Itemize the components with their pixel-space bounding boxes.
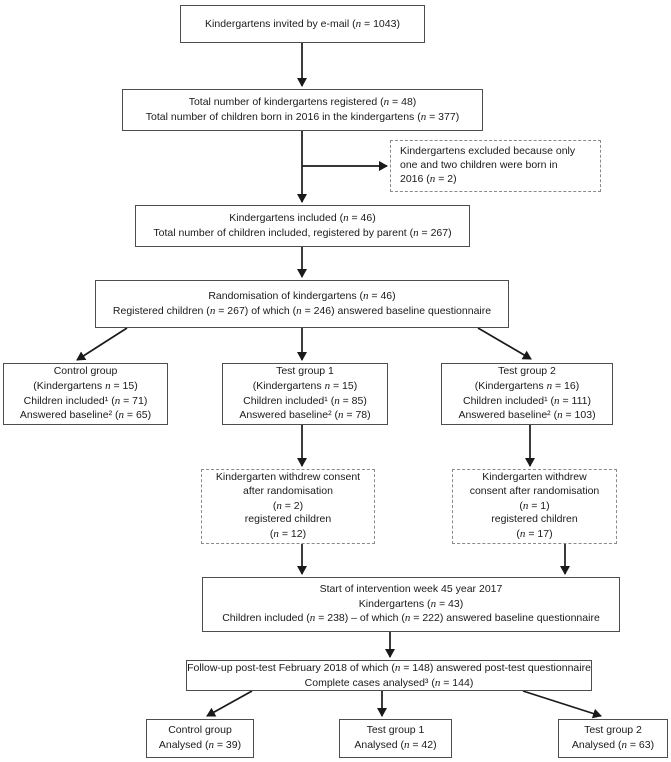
test-group-2-line: Children included¹ (n = 111) xyxy=(463,394,591,407)
test-group-1-line: Children included¹ (n = 85) xyxy=(243,394,367,407)
arrow-followup-to-analysed-test2 xyxy=(522,690,602,719)
followup-box: Follow-up post-test February 2018 of whi… xyxy=(186,660,592,691)
control-group-line: (Kindergartens n = 15) xyxy=(33,379,138,392)
invited-box: Kindergartens invited by e-mail (n = 104… xyxy=(180,5,425,43)
withdrew-consent-2-box: Kindergarten withdrew consent after rand… xyxy=(452,469,617,544)
withdrew-consent-2-line: registered children xyxy=(491,513,578,526)
analysed-control-line: Control group xyxy=(168,724,232,737)
withdrew-consent-2-line: (n = 1) xyxy=(519,499,550,512)
test-group-2-line: (Kindergartens n = 16) xyxy=(474,379,580,392)
registered-line: Total number of children born in 2016 in… xyxy=(145,111,460,123)
excluded-box: Kindergartens excluded because only one … xyxy=(390,140,601,192)
withdrew-consent-2-line: consent after randomisation xyxy=(469,484,600,497)
intervention-line: Children included (n = 238) – of which (… xyxy=(222,612,600,625)
included-line: Kindergartens included (n = 46) xyxy=(229,212,376,225)
control-group-line: Children included¹ (n = 71) xyxy=(23,394,148,407)
control-group-line: Answered baseline² (n = 65) xyxy=(19,409,152,422)
followup-line: Complete cases analysed³ (n = 144) xyxy=(304,676,474,689)
invited-line: Kindergartens invited by e-mail (n = 104… xyxy=(205,17,400,30)
analysed-control-box: Control group Analysed (n = 39) xyxy=(146,719,254,758)
analysed-test2-line: Analysed (n = 63) xyxy=(571,739,655,751)
withdrew-consent-2-line: (n = 17) xyxy=(516,528,553,541)
withdrew-consent-1-line: after randomisation xyxy=(243,484,333,497)
randomisation-box: Randomisation of kindergartens (n = 46) … xyxy=(95,280,509,328)
analysed-test2-line: Test group 2 xyxy=(584,724,642,737)
excluded-line: one and two children were born in xyxy=(400,158,558,171)
included-box: Kindergartens included (n = 46) Total nu… xyxy=(135,205,470,247)
analysed-test1-line: Analysed (n = 42) xyxy=(354,739,437,751)
test-group-1-line: (Kindergartens n = 15) xyxy=(252,379,358,392)
randomisation-line: Registered children (n = 267) of which (… xyxy=(112,305,492,317)
excluded-line: Kindergartens excluded because only xyxy=(400,144,576,157)
followup-line: Follow-up post-test February 2018 of whi… xyxy=(187,661,591,674)
arrow-randomisation-to-test2 xyxy=(477,327,532,360)
withdrew-consent-1-line: registered children xyxy=(244,513,332,526)
test-group-2-line: Test group 2 xyxy=(498,364,556,377)
withdrew-consent-2-line: Kindergarten withdrew xyxy=(482,470,587,483)
included-line: Total number of children included, regis… xyxy=(153,227,452,239)
intervention-box: Start of intervention week 45 year 2017 … xyxy=(202,577,620,632)
excluded-line: 2016 (n = 2) xyxy=(400,173,457,186)
analysed-test1-box: Test group 1 Analysed (n = 42) xyxy=(339,719,452,758)
analysed-control-line: Analysed (n = 39) xyxy=(158,739,242,751)
control-group-line: Control group xyxy=(53,364,118,377)
test-group-2-line: Answered baseline² (n = 103) xyxy=(458,409,596,422)
intervention-line: Start of intervention week 45 year 2017 xyxy=(319,582,503,595)
registered-line: Total number of kindergartens registered… xyxy=(188,96,417,109)
withdrew-consent-1-line: (n = 2) xyxy=(272,499,304,512)
withdrew-consent-1-box: Kindergarten withdrew consent after rand… xyxy=(201,469,375,544)
withdrew-consent-1-line: (n = 12) xyxy=(269,528,307,541)
arrow-followup-to-analysed-control xyxy=(206,690,253,717)
analysed-test2-box: Test group 2 Analysed (n = 63) xyxy=(558,719,668,758)
test-group-1-line: Test group 1 xyxy=(276,364,334,377)
test-group-2-box: Test group 2 (Kindergartens n = 16) Chil… xyxy=(441,363,613,425)
intervention-line: Kindergartens (n = 43) xyxy=(358,597,464,610)
analysed-test1-line: Test group 1 xyxy=(366,724,425,737)
withdrew-consent-1-line: Kindergarten withdrew consent xyxy=(215,470,361,483)
control-group-box: Control group (Kindergartens n = 15) Chi… xyxy=(3,363,168,425)
registered-box: Total number of kindergartens registered… xyxy=(122,89,483,131)
test-group-1-line: Answered baseline² (n = 78) xyxy=(239,409,371,422)
randomisation-line: Randomisation of kindergartens (n = 46) xyxy=(208,290,396,303)
test-group-1-box: Test group 1 (Kindergartens n = 15) Chil… xyxy=(222,363,388,425)
arrow-randomisation-to-control xyxy=(76,327,128,361)
